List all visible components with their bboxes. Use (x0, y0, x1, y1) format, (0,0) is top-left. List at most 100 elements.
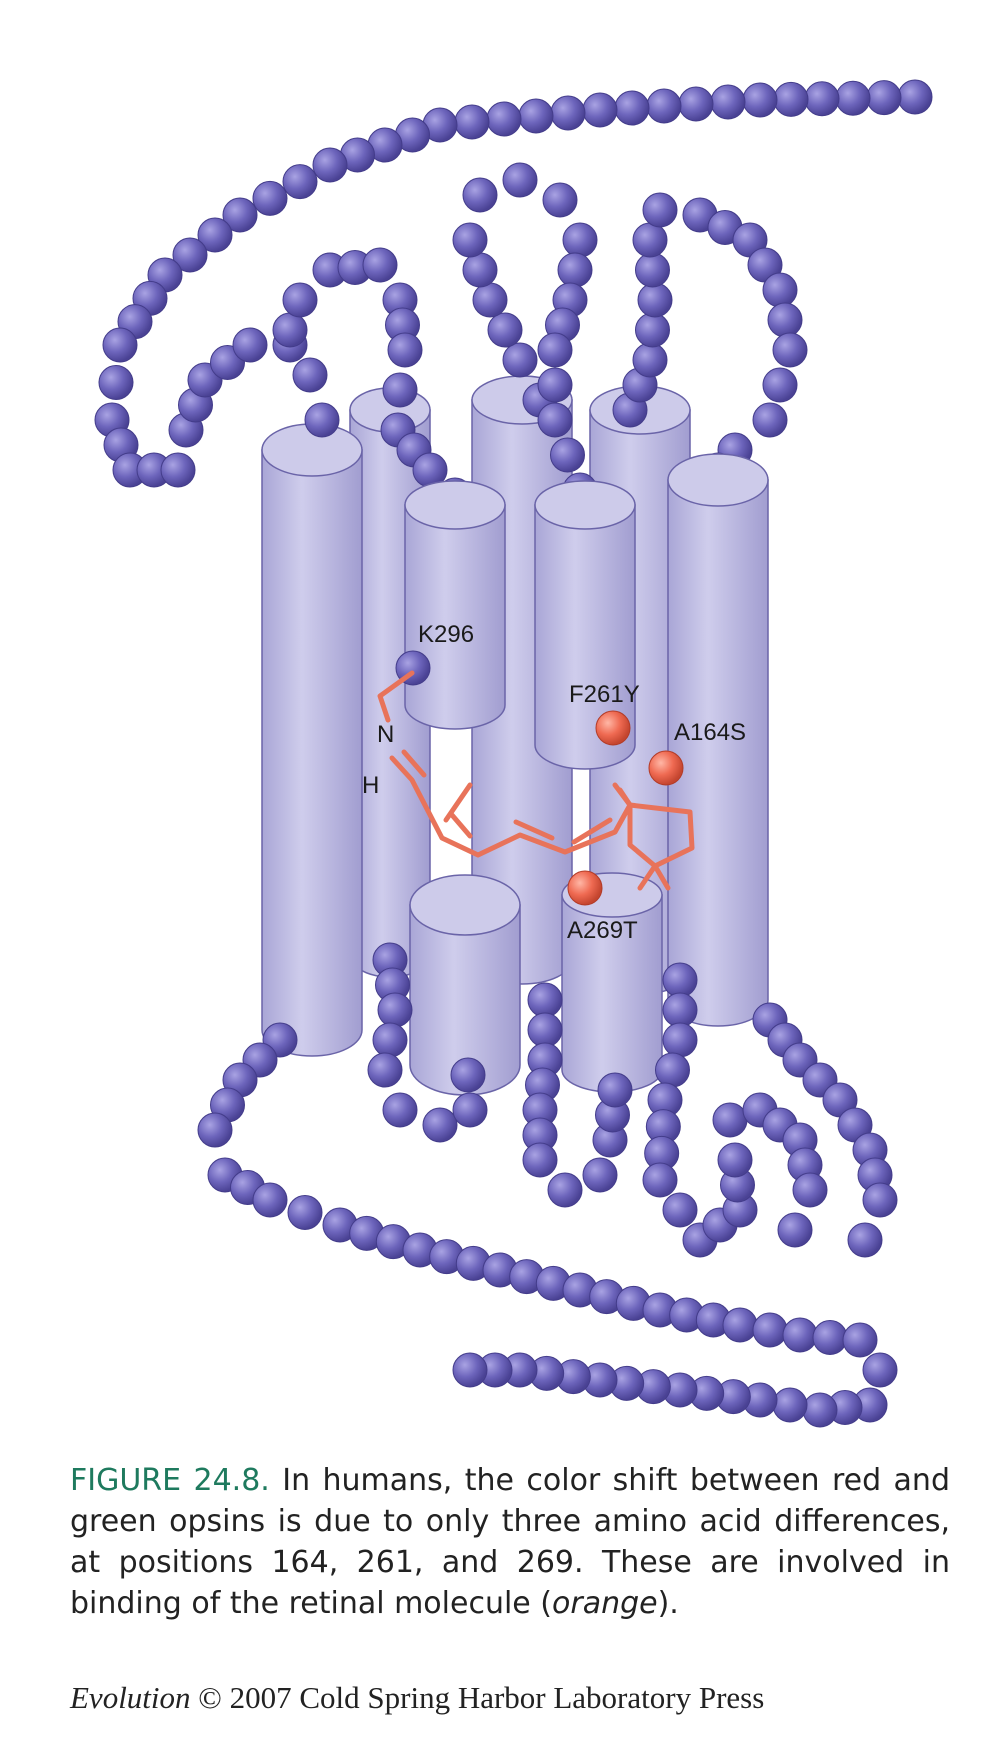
amino-acid-bead (842, 1322, 878, 1358)
loop-right-top (612, 192, 808, 488)
amino-acid-bead (662, 1022, 698, 1058)
amino-acid-bead (102, 327, 138, 363)
amino-acid-bead (502, 162, 538, 198)
amino-acid-bead (542, 182, 578, 218)
atom-label-n: N (377, 721, 394, 748)
loop-bottom-left (367, 942, 488, 1143)
amino-acid-bead (362, 247, 398, 283)
amino-acid-bead (287, 1195, 323, 1230)
strand-bottom-long (197, 1022, 898, 1428)
figure-number: FIGURE 24.8. (70, 1463, 270, 1498)
amino-acid-bead (632, 342, 668, 378)
amino-acid-bead (862, 1182, 898, 1218)
helix-front-1 (404, 480, 506, 730)
amino-acid-bead (160, 452, 196, 488)
amino-acid-bead (222, 197, 258, 233)
publisher-credit: © 2007 Cold Spring Harbor Laboratory Pre… (198, 1680, 765, 1715)
helix-bottom-2 (561, 872, 663, 1093)
amino-acid-bead (804, 81, 840, 117)
peptide-chain-front (197, 650, 898, 1428)
amino-acid-bead (382, 372, 418, 408)
helices-front (404, 453, 769, 1096)
amino-acid-bead (662, 962, 698, 998)
amino-acid-bead (597, 1072, 633, 1108)
copyright-credit: Evolution © 2007 Cold Spring Harbor Labo… (70, 1680, 764, 1716)
amino-acid-bead (742, 82, 778, 118)
amino-acid-bead (635, 252, 670, 288)
figure-caption: FIGURE 24.8. In humans, the color shift … (70, 1460, 950, 1624)
amino-acid-bead (454, 104, 490, 140)
amino-acid-bead (252, 180, 288, 216)
amino-acid-bead (304, 402, 340, 438)
helix-bottom-1 (409, 874, 521, 1096)
caption-text-end: ). (657, 1586, 679, 1621)
amino-acid-bead (197, 1112, 233, 1148)
amino-acid-bead (562, 222, 598, 258)
residue-label-a269t: A269T (567, 917, 638, 944)
amino-acid-bead (282, 164, 318, 200)
caption-italic: orange (552, 1586, 658, 1621)
amino-acid-bead (642, 1162, 678, 1198)
amino-acid-bead (835, 80, 871, 116)
amino-acid-bead (197, 217, 233, 253)
amino-acid-bead (637, 282, 673, 318)
amino-acid-bead (502, 342, 538, 378)
amino-acid-bead (522, 1142, 558, 1178)
amino-acid-bead (582, 92, 618, 128)
amino-acid-bead (767, 302, 803, 338)
mutation-residues (567, 710, 684, 906)
amino-acid-bead (527, 982, 563, 1018)
amino-acid-bead (487, 312, 523, 348)
amino-acid-bead (777, 1212, 813, 1248)
amino-acid-bead (292, 357, 328, 393)
amino-acid-bead (472, 282, 508, 318)
amino-acid-bead (452, 1352, 488, 1388)
amino-acid-bead (372, 1022, 408, 1058)
f261y-residue (595, 710, 631, 746)
residue-label-f261y: F261Y (569, 681, 640, 708)
amino-acid-bead (635, 312, 670, 348)
amino-acid-bead (772, 332, 808, 368)
residue-label-k296: K296 (418, 621, 474, 648)
amino-acid-bead (537, 332, 573, 368)
helix-front-2 (534, 480, 636, 770)
amino-acid-bead (422, 1107, 458, 1143)
amino-acid-bead (712, 1102, 748, 1138)
amino-acid-bead (812, 1320, 848, 1355)
opsin-diagram: K296 F261Y A164S A269T N H (94, 79, 933, 1428)
amino-acid-bead (377, 992, 413, 1028)
amino-acid-bead (752, 402, 788, 438)
amino-acid-bead (252, 1182, 288, 1218)
amino-acid-bead (450, 1057, 486, 1093)
amino-acid-bead (792, 1172, 828, 1208)
amino-acid-bead (773, 81, 809, 117)
amino-acid-bead (662, 1192, 698, 1228)
amino-acid-bead (772, 1387, 808, 1423)
amino-acid-bead (98, 365, 134, 400)
amino-acid-bead (897, 79, 933, 115)
atom-label-h: H (362, 772, 379, 799)
amino-acid-bead (614, 90, 650, 126)
amino-acid-bead (802, 1392, 838, 1428)
amino-acid-bead (762, 272, 798, 308)
amino-acid-bead (518, 98, 554, 134)
amino-acid-bead (282, 282, 318, 318)
amino-acid-bead (762, 367, 798, 403)
a164s-residue (648, 750, 684, 786)
amino-acid-bead (722, 1307, 758, 1343)
amino-acid-bead (710, 84, 746, 120)
amino-acid-bead (452, 1092, 488, 1128)
amino-acid-bead (662, 992, 698, 1028)
amino-acid-bead (642, 192, 678, 228)
amino-acid-bead (678, 86, 714, 122)
amino-acid-bead (382, 1092, 418, 1128)
amino-acid-bead (462, 177, 498, 213)
amino-acid-bead (452, 222, 488, 258)
amino-acid-bead (537, 367, 573, 403)
amino-acid-bead (272, 312, 308, 348)
amino-acid-bead (582, 1157, 618, 1193)
amino-acid-bead (646, 88, 682, 124)
amino-acid-bead (866, 80, 902, 116)
peptide-chain-back (94, 79, 933, 513)
amino-acid-bead (550, 95, 586, 131)
